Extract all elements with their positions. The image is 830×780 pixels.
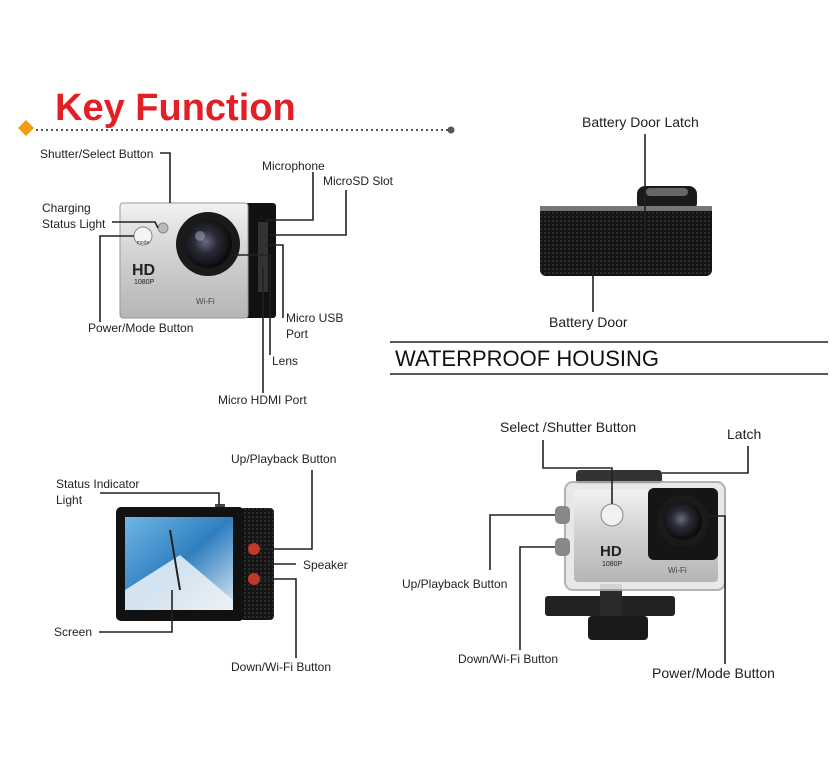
waterproof-housing-heading: WATERPROOF HOUSING	[395, 346, 659, 371]
label-battery-door-latch: Battery Door Latch	[582, 114, 699, 130]
label-microsd: MicroSD Slot	[323, 174, 394, 188]
label-latch: Latch	[727, 426, 761, 442]
label-up-playback-housing: Up/Playback Button	[402, 577, 507, 591]
label-light: Light	[56, 493, 83, 507]
rule-end-dot	[447, 126, 455, 134]
up-button-icon	[248, 543, 260, 555]
housing-top-latch	[576, 470, 662, 484]
housing-camera: HD 1080P Wi-Fi	[545, 470, 726, 640]
top-edge	[540, 206, 712, 211]
housing-leader-lines	[489, 440, 749, 664]
label-lens: Lens	[272, 354, 298, 368]
label-up-playback-back: Up/Playback Button	[231, 452, 336, 466]
label-port: Port	[286, 327, 309, 341]
housing-lens-icon	[664, 502, 702, 540]
side-ports	[258, 222, 268, 292]
housing-badge-hd: HD	[600, 543, 622, 560]
housing-down-button-icon	[555, 538, 570, 556]
mount-foot	[588, 616, 648, 640]
screen-mast	[169, 529, 181, 591]
label-speaker: Speaker	[303, 558, 348, 572]
down-button-icon	[248, 573, 260, 585]
label-shutter-select: Shutter/Select Button	[40, 147, 153, 161]
badge-hd: HD	[132, 262, 155, 279]
label-status-indicator: Status Indicator	[56, 477, 139, 491]
title: Key Function	[55, 87, 296, 129]
camera-back-view	[116, 504, 274, 621]
top-leader-lines	[592, 134, 646, 312]
housing-badge-wifi: Wi-Fi	[668, 566, 687, 575]
label-charging: Charging	[42, 201, 91, 215]
back-leader-lines	[99, 470, 313, 658]
mode-text: mode	[137, 240, 150, 246]
diamond-icon	[18, 120, 34, 136]
charging-light-icon	[157, 222, 169, 234]
camera-top-view	[540, 186, 712, 276]
label-down-wifi-housing: Down/Wi-Fi Button	[458, 652, 558, 666]
lens-glare	[195, 231, 205, 241]
label-microphone: Microphone	[262, 159, 325, 173]
label-battery-door: Battery Door	[549, 314, 628, 330]
latch-highlight	[646, 188, 688, 196]
housing-badge-res: 1080P	[602, 561, 623, 568]
status-indicator-light	[215, 504, 225, 507]
label-status-light: Status Light	[42, 217, 106, 231]
mount-arm	[600, 584, 622, 620]
label-micro-hdmi: Micro HDMI Port	[218, 393, 307, 407]
front-leader-lines	[99, 152, 347, 393]
housing-power-button-icon	[600, 503, 624, 527]
label-select-shutter: Select /Shutter Button	[500, 419, 636, 435]
back-side	[240, 508, 274, 620]
label-power-mode-housing: Power/Mode Button	[652, 665, 775, 681]
badge-res: 1080P	[134, 279, 155, 286]
camera-front-view: mode HD 1080P Wi-Fi	[119, 202, 276, 319]
housing-up-button-icon	[555, 506, 570, 524]
label-down-wifi-back: Down/Wi-Fi Button	[231, 660, 331, 674]
badge-wifi: Wi-Fi	[196, 297, 215, 306]
label-screen: Screen	[54, 625, 92, 639]
label-power-mode: Power/Mode Button	[88, 321, 193, 335]
battery-door-body	[540, 206, 712, 276]
lens-icon	[184, 220, 232, 268]
label-micro-usb: Micro USB	[286, 311, 343, 325]
